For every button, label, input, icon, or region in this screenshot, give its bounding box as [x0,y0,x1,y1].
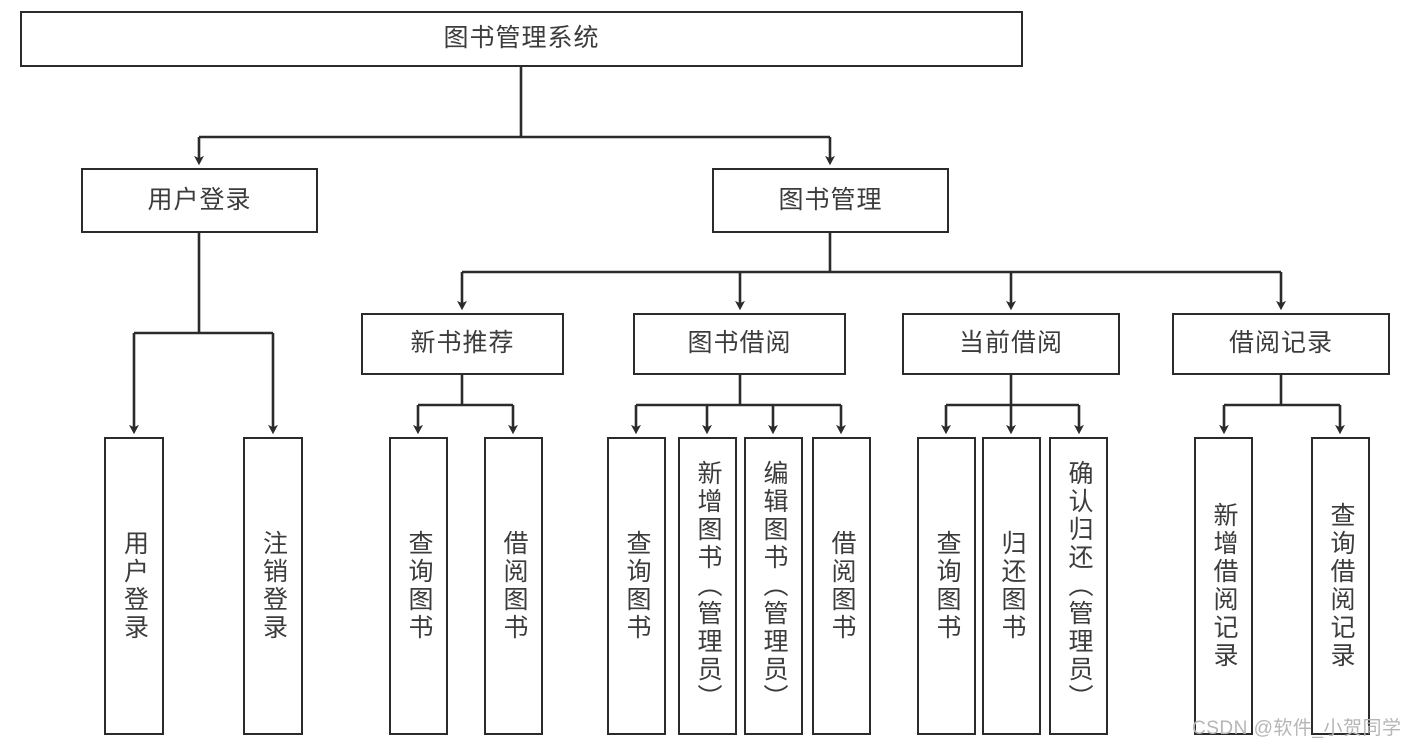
node-leaf-borrow-book-2-label: 借阅图书 [828,530,856,642]
node-leaf-query-book-3[interactable]: 查询图书 [917,437,976,735]
node-book-manage-label: 图书管理 [778,185,883,214]
node-leaf-logout-login[interactable]: 注销登录 [243,437,303,735]
node-leaf-query-book-3-label: 查询图书 [933,530,961,642]
node-book-borrow[interactable]: 图书借阅 [633,313,846,375]
node-leaf-add-book-label: 新增图书（管理员） [694,460,722,712]
node-leaf-query-record[interactable]: 查询借阅记录 [1311,437,1370,735]
node-leaf-borrow-book-1-label: 借阅图书 [500,530,528,642]
node-leaf-confirm-return-label: 确认归还（管理员） [1065,460,1093,712]
node-leaf-add-record-label: 新增借阅记录 [1210,502,1238,670]
node-root-system-label: 图书管理系统 [443,24,600,53]
node-leaf-borrow-book-2[interactable]: 借阅图书 [812,437,871,735]
node-leaf-return-book[interactable]: 归还图书 [982,437,1041,735]
node-leaf-edit-book[interactable]: 编辑图书（管理员） [744,437,803,735]
node-leaf-query-record-label: 查询借阅记录 [1327,502,1355,670]
node-leaf-user-login-label: 用户登录 [120,530,149,642]
node-new-book-rec-label: 新书推荐 [410,329,515,358]
node-leaf-add-book[interactable]: 新增图书（管理员） [678,437,737,735]
node-leaf-user-login[interactable]: 用户登录 [104,437,164,735]
node-book-manage[interactable]: 图书管理 [712,168,949,233]
node-leaf-query-book-1[interactable]: 查询图书 [389,437,448,735]
node-borrow-record-label: 借阅记录 [1228,329,1333,358]
node-user-login[interactable]: 用户登录 [81,168,318,233]
node-user-login-label: 用户登录 [147,185,252,214]
node-leaf-query-book-2-label: 查询图书 [623,530,651,642]
node-leaf-query-book-1-label: 查询图书 [405,530,433,642]
node-leaf-edit-book-label: 编辑图书（管理员） [760,460,788,712]
node-leaf-query-book-2[interactable]: 查询图书 [607,437,666,735]
node-leaf-borrow-book-1[interactable]: 借阅图书 [484,437,543,735]
node-leaf-confirm-return[interactable]: 确认归还（管理员） [1049,437,1108,735]
node-leaf-add-record[interactable]: 新增借阅记录 [1194,437,1253,735]
node-book-borrow-label: 图书借阅 [687,329,792,358]
node-borrow-record[interactable]: 借阅记录 [1172,313,1390,375]
node-new-book-rec[interactable]: 新书推荐 [361,313,564,375]
node-current-borrow[interactable]: 当前借阅 [902,313,1120,375]
node-leaf-logout-login-label: 注销登录 [259,530,288,642]
node-root-system[interactable]: 图书管理系统 [20,11,1023,67]
node-current-borrow-label: 当前借阅 [958,329,1063,358]
node-leaf-return-book-label: 归还图书 [998,530,1026,642]
